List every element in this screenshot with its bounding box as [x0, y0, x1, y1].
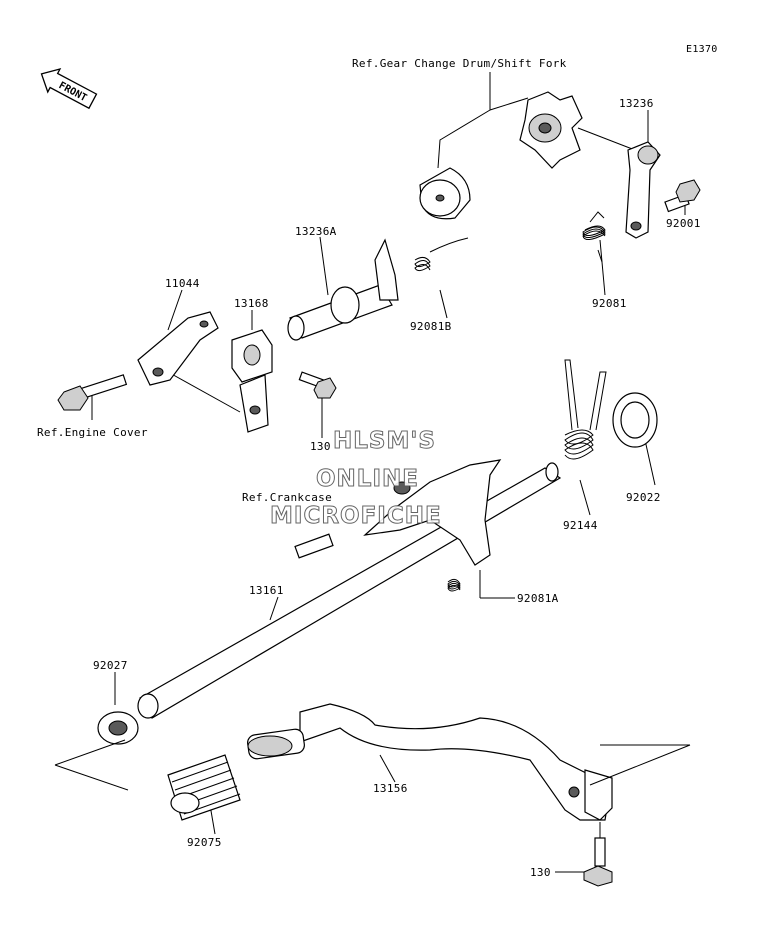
part-92081: 92081 — [592, 297, 627, 310]
shaft-13236A — [287, 238, 399, 341]
ref-gear-change-drum: Ref.Gear Change Drum/Shift Fork — [352, 57, 567, 70]
part-13168: 13168 — [234, 297, 269, 310]
shift-shaft-13161 — [137, 459, 562, 719]
pedal-rubber-92075 — [167, 754, 241, 821]
bolt-engine-cover — [57, 374, 128, 411]
watermark-line-1: HLSM'S — [333, 428, 436, 455]
bolt-130-upper — [298, 371, 337, 399]
bolt-92001 — [664, 179, 701, 213]
part-130-lower: 130 — [530, 866, 551, 879]
shift-lever-13236 — [625, 141, 661, 239]
part-92022: 92022 — [626, 491, 661, 504]
part-92081B: 92081B — [410, 320, 452, 333]
ref-crankcase: Ref.Crankcase — [242, 491, 332, 504]
watermark-line-3: MICROFICHE — [270, 503, 442, 530]
spring-92081A — [447, 578, 461, 592]
washer-92022 — [612, 392, 658, 448]
part-13161: 13161 — [249, 584, 284, 597]
pedal-13156 — [247, 703, 613, 821]
part-92144: 92144 — [563, 519, 598, 532]
part-92027: 92027 — [93, 659, 128, 672]
front-arrow-icon: FRONT — [40, 67, 98, 110]
part-92001: 92001 — [666, 217, 701, 230]
part-92075: 92075 — [187, 836, 222, 849]
part-11044: 11044 — [165, 277, 200, 290]
diagram-code: E1370 — [686, 44, 718, 55]
gear-change-drum — [419, 167, 471, 220]
part-130-upper: 130 — [310, 440, 331, 453]
seal-92027 — [97, 711, 139, 745]
stud-crankcase — [294, 533, 334, 559]
shift-drum-star-plate — [519, 91, 583, 169]
spring-92144 — [564, 359, 607, 460]
arm-11044 — [137, 311, 219, 386]
clamp-13168 — [231, 329, 273, 433]
spring-92081 — [582, 211, 606, 263]
part-13236A: 13236A — [295, 225, 337, 238]
part-13156: 13156 — [373, 782, 408, 795]
part-13236: 13236 — [619, 97, 654, 110]
watermark-line-2: ONLINE — [316, 466, 419, 493]
centerline-marks — [54, 739, 691, 791]
ref-engine-cover: Ref.Engine Cover — [37, 426, 148, 439]
spring-92081B — [414, 237, 469, 272]
part-92081A: 92081A — [517, 592, 559, 605]
bolt-130-lower — [583, 837, 613, 887]
